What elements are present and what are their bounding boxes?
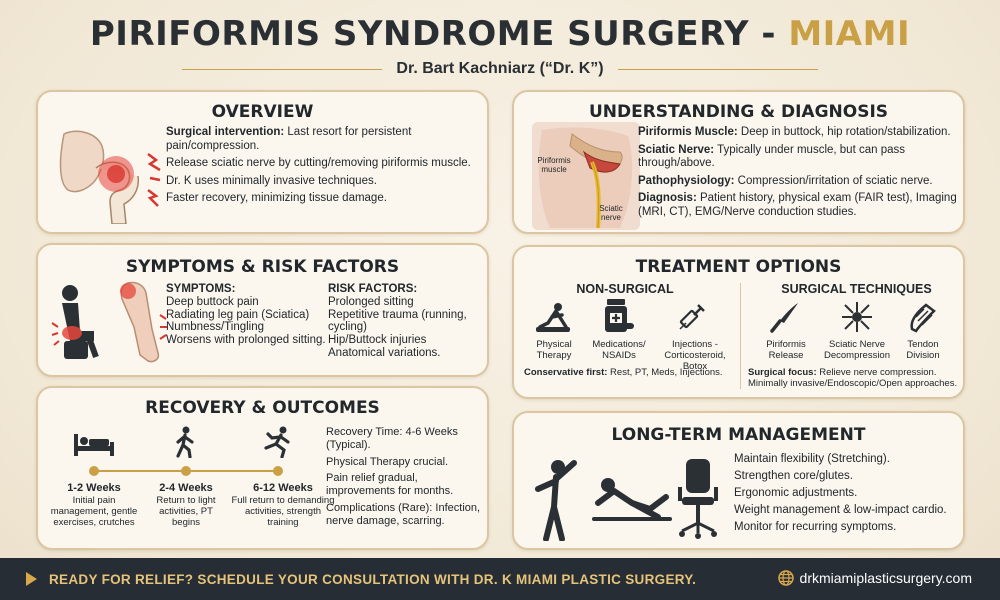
surgical-item-piriformis-release: Piriformis Release (766, 339, 806, 361)
timeline-dot-2 (181, 466, 191, 476)
overview-text: Surgical intervention: Last resort for p… (166, 126, 471, 204)
scalpel-icon (770, 303, 798, 333)
nerve-cell-icon (842, 302, 872, 332)
longterm-points: Maintain flexibility (Stretching). Stren… (734, 453, 947, 533)
treatment-divider (740, 283, 741, 389)
running-person-icon (264, 426, 290, 458)
risk-factors-list: RISK FACTORS: Prolonged sitting Repetiti… (328, 283, 467, 359)
page-title: PIRIFORMIS SYNDROME SURGERY - MIAMI (89, 14, 911, 54)
subtitle-divider-right (617, 68, 818, 70)
physical-therapy-icon (536, 303, 570, 332)
symptoms-card: SYMPTOMS & RISK FACTORS SYMPTOMS: Deep b… (36, 243, 489, 377)
nonsurgical-item-medications: Medications/ NSAIDs (592, 339, 646, 361)
piriformis-muscle-label: Piriformis muscle (537, 156, 571, 174)
overview-card: OVERVIEW Surgical intervention: Last res… (36, 90, 489, 234)
core-exercise-icon (592, 478, 672, 521)
subtitle-row: Dr. Bart Kachniarz (“Dr. K”) (0, 59, 1000, 79)
tendon-icon (910, 303, 936, 333)
cta-text[interactable]: READY FOR RELIEF? SCHEDULE YOUR CONSULTA… (49, 571, 697, 587)
hip-joint-pain-icon (59, 130, 161, 224)
office-chair-icon (678, 459, 718, 539)
website-link[interactable]: drkmiamiplasticsurgery.com (777, 570, 972, 586)
stage-2: 2-4 Weeks Return to light activities, PT… (156, 482, 216, 528)
stage-3: 6-12 Weeks Full return to demanding acti… (231, 482, 335, 528)
treatment-title: TREATMENT OPTIONS (635, 257, 842, 277)
nonsurgical-heading: NON-SURGICAL (576, 282, 674, 296)
bed-rest-icon (74, 434, 114, 456)
recovery-title: RECOVERY & OUTCOMES (145, 398, 380, 418)
symptoms-list: SYMPTOMS: Deep buttock pain Radiating le… (166, 283, 326, 347)
diagnosis-text: Piriformis Muscle: Deep in buttock, hip … (638, 126, 957, 218)
syringe-icon (679, 304, 705, 330)
stretching-person-icon (535, 460, 577, 541)
nonsurgical-item-physical-therapy: Physical Therapy (536, 339, 572, 361)
website-text[interactable]: drkmiamiplasticsurgery.com (799, 570, 972, 586)
surgical-heading: SURGICAL TECHNIQUES (781, 282, 932, 296)
sitting-pain-icon (51, 285, 99, 359)
stage-1: 1-2 Weeks Initial pain management, gentl… (50, 482, 138, 528)
surgical-item-nerve-decompression: Sciatic Nerve Decompression (824, 339, 890, 361)
symptoms-title: SYMPTOMS & RISK FACTORS (125, 257, 400, 277)
overview-title: OVERVIEW (211, 102, 314, 122)
timeline-dot-1 (89, 466, 99, 476)
page-subtitle: Dr. Bart Kachniarz (“Dr. K”) (396, 60, 604, 77)
subtitle-divider-left (182, 68, 383, 70)
leg-pain-icon (120, 281, 167, 363)
conservative-note: Conservative first: Rest, PT, Meds, Inje… (524, 367, 723, 378)
longterm-card: LONG-TERM MANAGEMENT Maintain flexibilit… (512, 411, 965, 550)
buttock-anatomy-icon (532, 122, 640, 230)
treatment-card: TREATMENT OPTIONS NON-SURGICAL SURGICAL … (512, 245, 965, 399)
sciatic-nerve-label: Sciatic nerve (599, 204, 623, 222)
nonsurgical-item-injections: Injections - Corticosteroid, Botox (664, 339, 726, 372)
recovery-card: RECOVERY & OUTCOMES 1-2 Weeks Initial pa… (36, 386, 489, 550)
footer-bar: READY FOR RELIEF? SCHEDULE YOUR CONSULTA… (0, 558, 1000, 600)
medication-bottle-icon (605, 299, 634, 332)
diagnosis-card: UNDERSTANDING & DIAGNOSIS Piriformis mus… (512, 90, 965, 234)
arrow-right-icon (26, 572, 37, 586)
diagnosis-title: UNDERSTANDING & DIAGNOSIS (588, 102, 889, 122)
longterm-title: LONG-TERM MANAGEMENT (611, 425, 866, 445)
timeline-dot-3 (273, 466, 283, 476)
walking-person-icon (176, 426, 194, 458)
surgical-item-tendon-division: Tendon Division (906, 339, 940, 361)
recovery-points: Recovery Time: 4-6 Weeks (Typical). Phys… (326, 426, 481, 527)
globe-icon (777, 570, 794, 586)
surgical-focus-note: Surgical focus: Relieve nerve compressio… (748, 367, 958, 389)
